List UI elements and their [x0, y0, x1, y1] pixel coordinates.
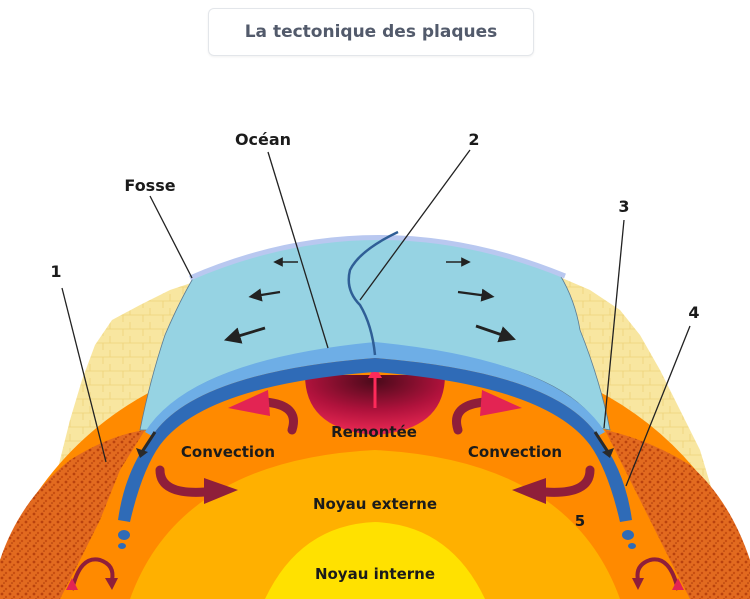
label-2: 2 — [468, 130, 479, 149]
convection-arrow-left-top-head — [228, 390, 270, 416]
convection-arrow-right-bottom — [540, 465, 595, 497]
inner-core — [265, 522, 485, 599]
label-convection-right: Convection — [468, 443, 562, 461]
mini-convection-left-head-2 — [66, 578, 78, 590]
label-4: 4 — [688, 303, 699, 322]
label-noyau-interne: Noyau interne — [315, 565, 435, 583]
slab-blob-right — [622, 530, 634, 540]
mini-convection-right-head — [632, 578, 644, 590]
label-fosse: Fosse — [124, 176, 175, 195]
mini-convection-left — [70, 557, 115, 591]
mini-convection-right — [635, 557, 680, 591]
leader-1 — [61, 287, 107, 463]
crust-right — [605, 430, 750, 599]
lithosphere-light — [145, 342, 605, 436]
drift-arrow-right-2 — [457, 288, 495, 302]
label-convection-left: Convection — [181, 443, 275, 461]
mini-convection-left-head — [105, 578, 118, 590]
ocean-surface-band — [189, 235, 566, 281]
convection-arrow-right-bottom-head — [512, 478, 546, 504]
subduction-arrow-left-head — [136, 448, 148, 458]
label-ocean: Océan — [235, 130, 291, 149]
label-5: 5 — [575, 512, 585, 530]
leader-ocean — [267, 151, 329, 349]
convection-arrow-left-bottom-head — [204, 478, 238, 504]
subduction-arrow-left — [140, 431, 157, 453]
drift-arrow-left-2 — [248, 288, 281, 302]
leader-fosse — [149, 195, 193, 279]
subduction-arrow-right — [593, 431, 610, 453]
ridge-line — [347, 230, 399, 356]
label-3: 3 — [618, 197, 629, 216]
subduction-arrow-right-head — [602, 448, 614, 458]
slab-blob-left — [118, 530, 130, 540]
drift-arrow-right-3 — [475, 324, 516, 343]
label-1: 1 — [50, 262, 61, 281]
drift-arrow-left-3 — [223, 326, 266, 344]
leader-4 — [625, 325, 691, 487]
slab-blob-left-small — [118, 543, 126, 549]
convection-arrow-right-top-head — [480, 390, 522, 416]
convection-arrow-right-top — [452, 397, 490, 435]
convection-arrow-left-bottom — [155, 465, 210, 497]
slab-blob-right-small — [628, 543, 636, 549]
label-remontee: Remontée — [331, 423, 417, 441]
convection-arrow-left-top — [260, 397, 298, 435]
leader-3 — [603, 219, 625, 429]
mini-convection-right-head-2 — [672, 578, 684, 590]
diagram-title: La tectonique des plaques — [208, 8, 534, 56]
crust-left — [0, 430, 145, 599]
leader-2 — [359, 149, 471, 301]
label-noyau-externe: Noyau externe — [313, 495, 437, 513]
